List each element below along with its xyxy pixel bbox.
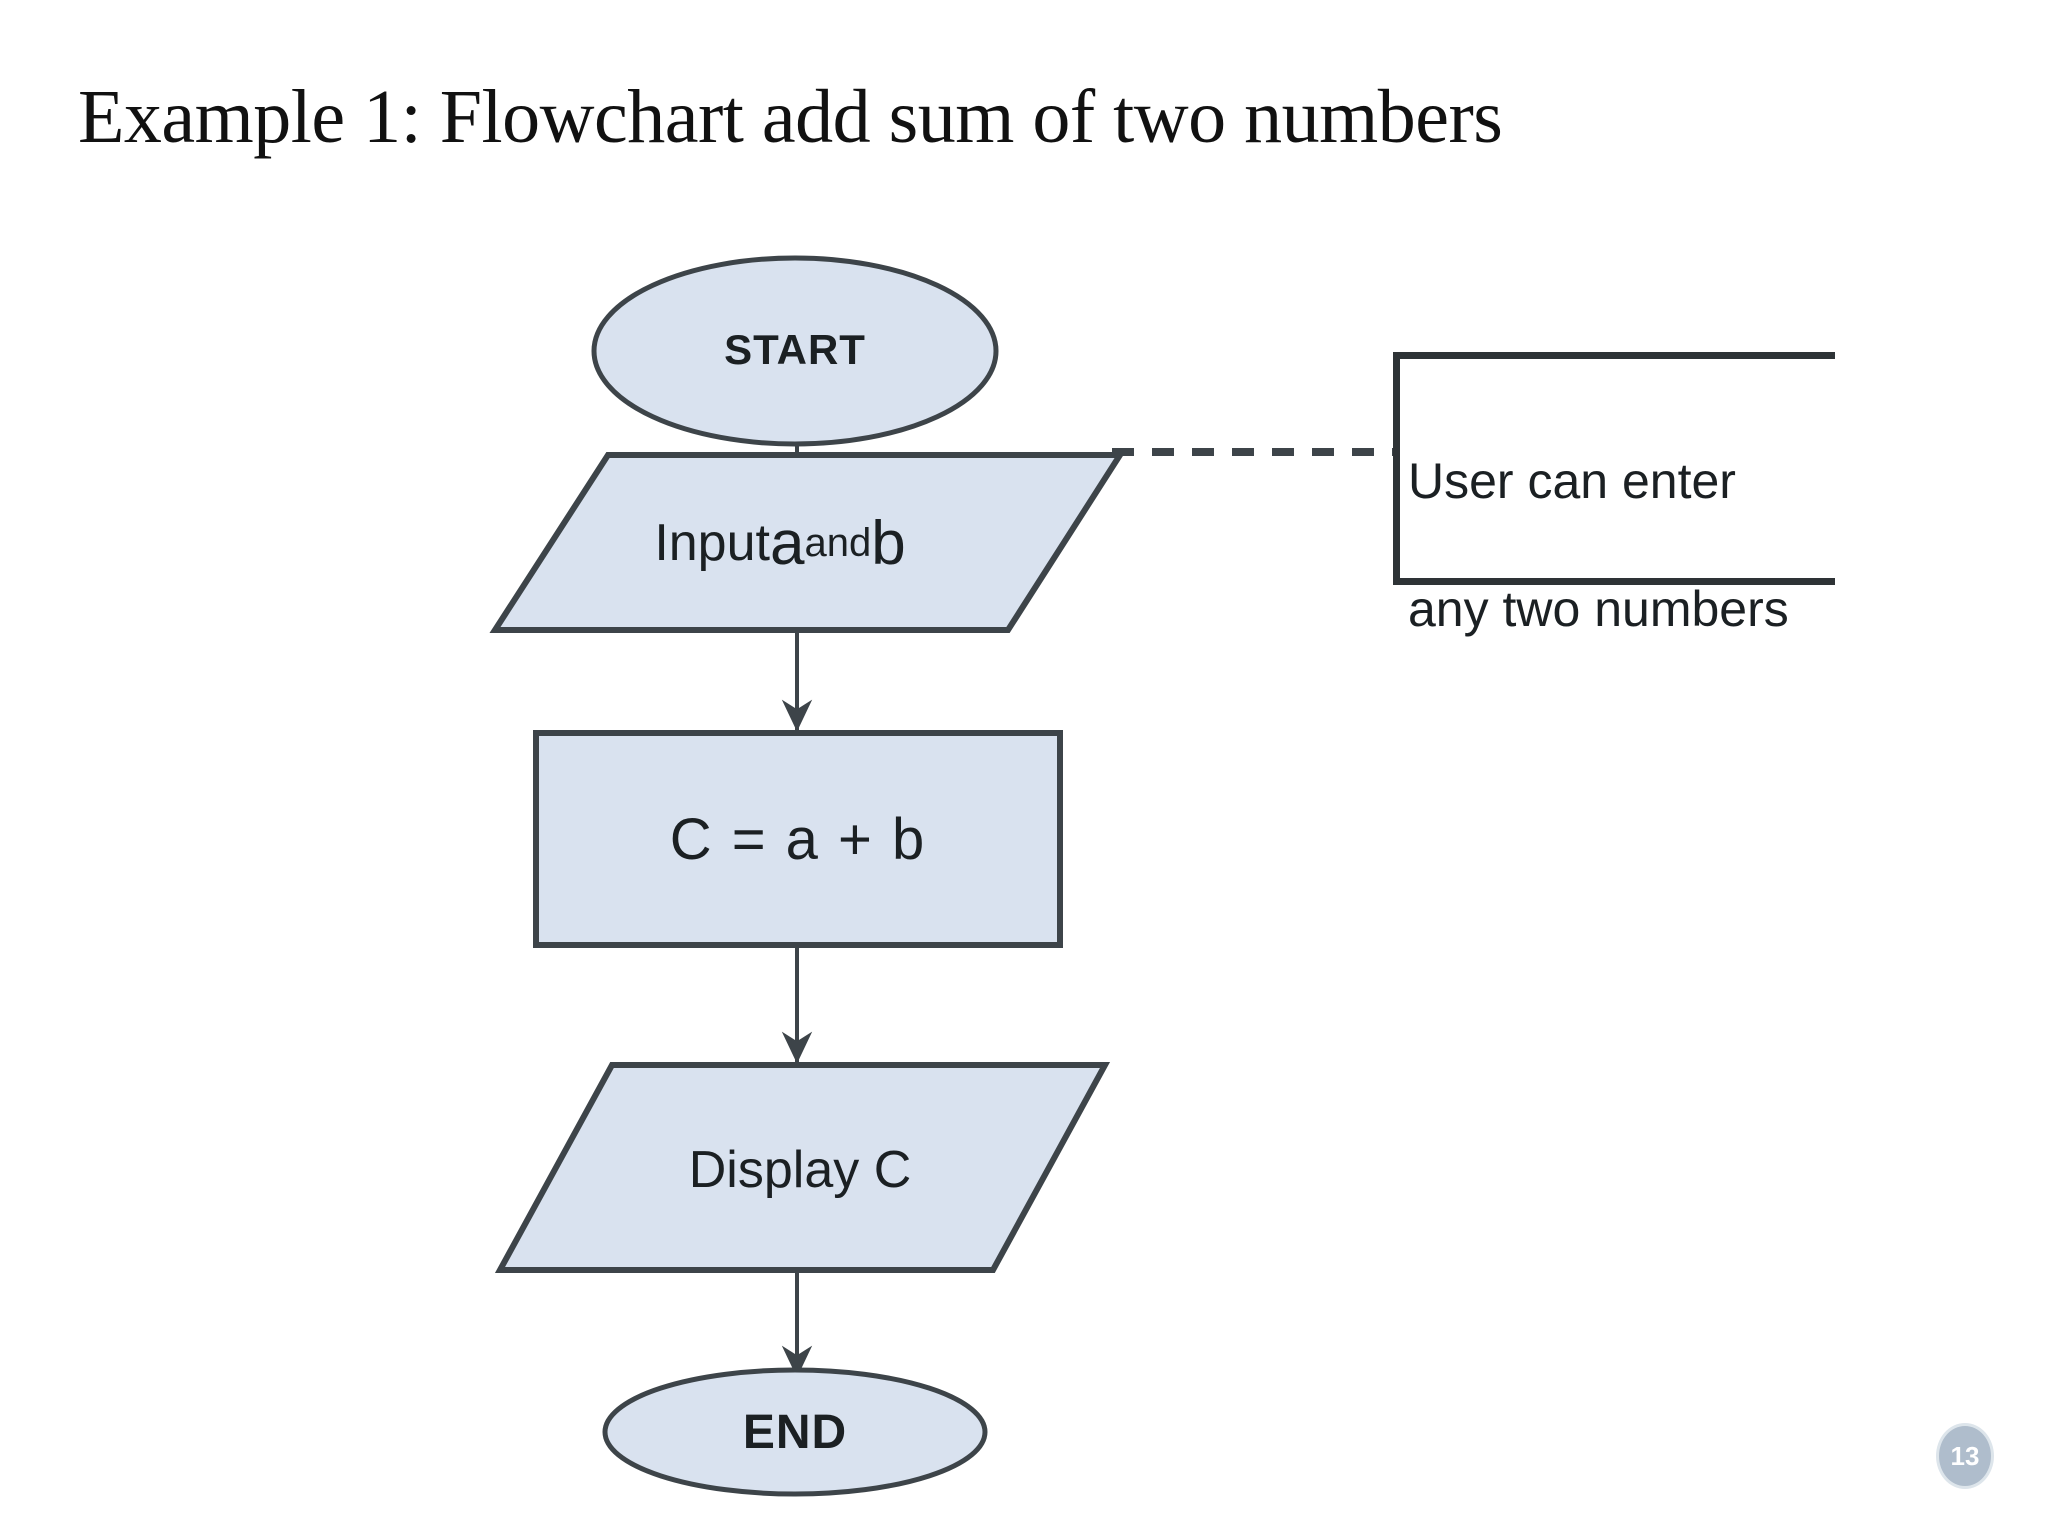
node-input-shape[interactable]	[489, 452, 1126, 633]
page-title: Example 1: Flowchart add sum of two numb…	[78, 75, 1503, 159]
callout-line-1: User can enter	[1408, 453, 1736, 509]
callout-line-2: any two numbers	[1408, 581, 1789, 637]
node-display-shape[interactable]	[494, 1062, 1111, 1273]
page-number-badge: 13	[1936, 1423, 1994, 1489]
callout-box	[1393, 352, 1835, 585]
node-end-shape[interactable]	[602, 1367, 988, 1497]
node-start-shape[interactable]	[591, 255, 999, 447]
node-process-shape[interactable]	[533, 730, 1063, 948]
callout-text: User can enter any two numbers	[1408, 385, 1848, 705]
